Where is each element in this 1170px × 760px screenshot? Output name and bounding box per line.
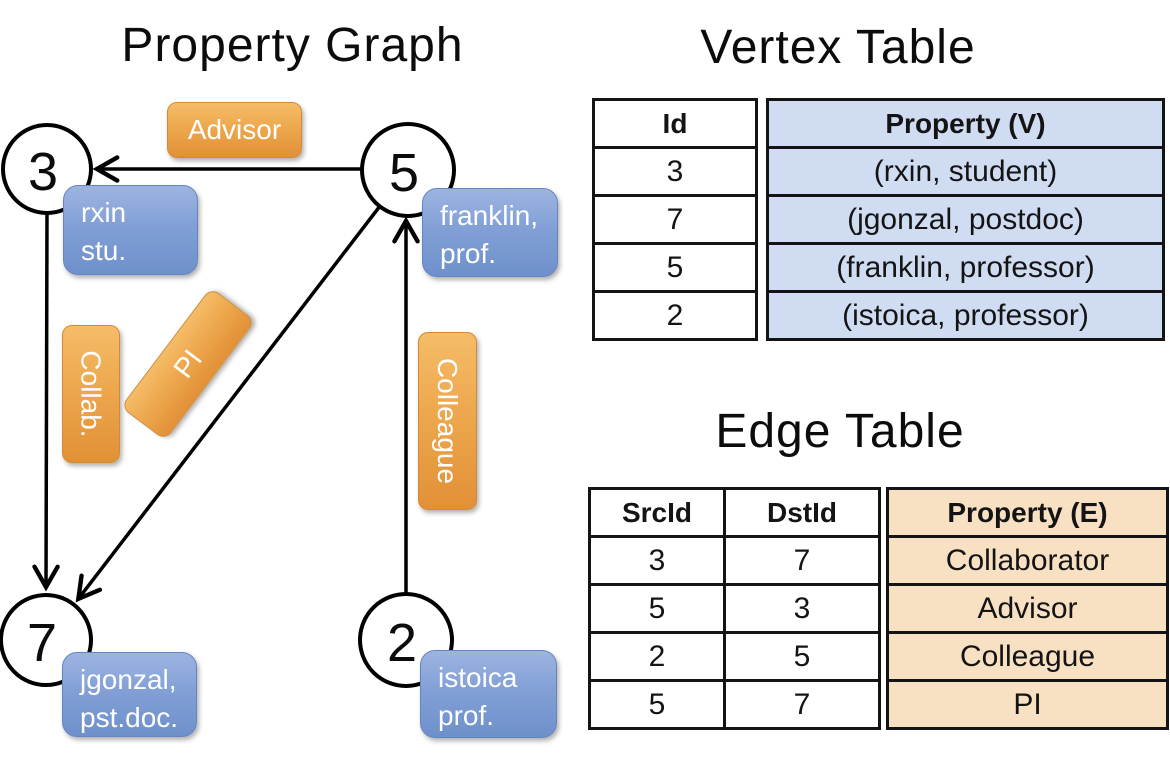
node-property-line: pst.doc. [80,702,179,733]
property-graph-title: Property Graph [121,19,464,72]
node-property-box-jgonzal: jgonzal, pst.doc. [62,652,197,737]
node-property-box-istoica: istoica prof. [420,650,557,738]
vertex-id-3: 3 [28,142,58,202]
vertex-table-header-property: Property (V) [766,98,1165,149]
table-cell: 3 [592,146,758,197]
node-property-box-franklin: franklin, prof. [422,188,558,277]
vertex-table-header-id: Id [592,98,758,149]
table-cell: 3 [588,535,726,586]
vertex-table: Id 3 7 5 2 Property (V) (rxin, student) … [592,98,1165,341]
table-cell: Advisor [886,583,1169,634]
vertex-table-title: Vertex Table [700,21,976,74]
edge-label-advisor-text: Advisor [187,114,282,145]
node-property-line: jgonzal, [80,664,177,695]
edge-table-property-column: Property (E) Collaborator Advisor Collea… [886,487,1169,730]
vertex-id-5: 5 [389,143,419,203]
table-cell: 7 [723,679,881,730]
edge-label-colleague-text: Colleague [432,357,464,485]
table-cell: 7 [723,535,881,586]
table-cell: (rxin, student) [766,146,1165,197]
edge-label-pi-text: PI [167,343,208,384]
node-property-line: stu. [81,235,127,266]
vertex-table-property-column: Property (V) (rxin, student) (jgonzal, p… [766,98,1165,341]
table-cell: 2 [592,290,758,341]
edge-label-colleague: Colleague [418,332,477,510]
table-cell: (istoica, professor) [766,290,1165,341]
node-property-line: istoica [438,662,518,693]
table-cell: Colleague [886,631,1169,682]
edge-table-id-columns: SrcId DstId 3 7 5 3 2 5 5 7 [588,487,881,730]
table-cell: (jgonzal, postdoc) [766,194,1165,245]
edge-label-advisor: Advisor [167,102,302,158]
table-cell: 7 [592,194,758,245]
table-cell: 5 [592,242,758,293]
vertex-table-id-column: Id 3 7 5 2 [592,98,758,341]
table-cell: (franklin, professor) [766,242,1165,293]
table-cell: 5 [588,679,726,730]
node-property-line: prof. [438,700,495,731]
edge-label-collab-text: Collab. [76,350,108,438]
node-property-line: franklin, [440,200,539,231]
table-cell: 5 [723,631,881,682]
edge-table-header-property: Property (E) [886,487,1169,538]
edge-label-collab: Collab. [62,325,120,463]
edge-table-header-srcid: SrcId [588,487,726,538]
table-cell: 5 [588,583,726,634]
node-property-line: prof. [440,238,497,269]
edge-arrow-pi-5-to-7 [75,204,382,603]
edge-arrow-collab-3-to-7 [32,212,60,592]
node-property-line: rxin [81,197,127,228]
edge-table-title: Edge Table [715,405,965,458]
table-cell: Collaborator [886,535,1169,586]
node-property-box-rxin: rxin stu. [63,185,198,275]
vertex-id-7: 7 [27,613,57,673]
table-cell: 2 [588,631,726,682]
table-cell: 3 [723,583,881,634]
vertex-id-2: 2 [387,613,417,673]
table-cell: PI [886,679,1169,730]
edge-table-header-dstid: DstId [723,487,881,538]
edge-table: SrcId DstId 3 7 5 3 2 5 5 7 Property (E)… [588,487,1169,730]
